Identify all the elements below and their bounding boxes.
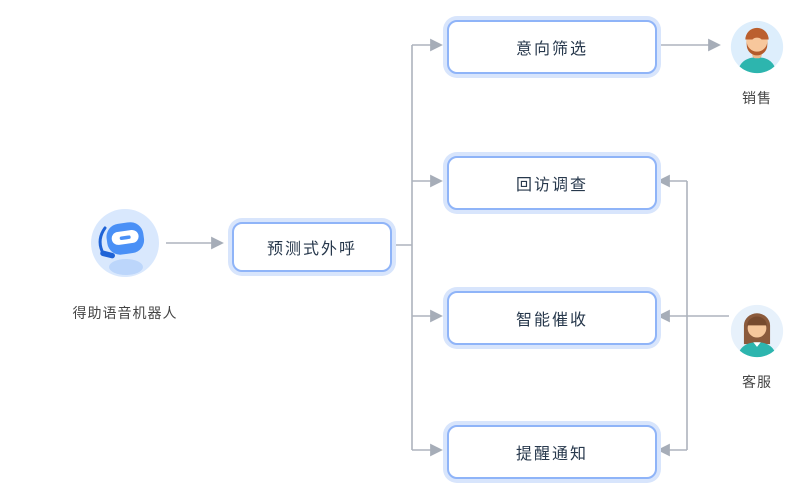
customer-service-label: 客服 xyxy=(742,375,772,391)
node-smart-collection-label: 智能催收 xyxy=(515,310,588,329)
node-reminder-notice-label: 提醒通知 xyxy=(515,444,588,463)
sales-label: 销售 xyxy=(742,91,772,107)
node-reminder-notice: 提醒通知 xyxy=(447,425,657,479)
customer-service-avatar xyxy=(729,303,785,359)
node-callback-survey-label: 回访调查 xyxy=(515,175,588,194)
connector-left-trunk xyxy=(388,45,413,450)
node-callback-survey: 回访调查 xyxy=(447,156,657,210)
robot-node xyxy=(90,208,160,278)
female-agent-avatar-icon xyxy=(730,304,784,358)
robot-label: 得助语音机器人 xyxy=(72,306,178,322)
male-agent-avatar-icon xyxy=(730,20,784,74)
voice-robot-icon xyxy=(91,209,159,277)
node-intent-screening-label: 意向筛选 xyxy=(515,39,588,58)
node-intent-screening: 意向筛选 xyxy=(447,20,657,74)
node-predictive-outbound-call: 预测式外呼 xyxy=(232,222,392,272)
node-predictive-outbound-call-label: 预测式外呼 xyxy=(266,239,357,258)
node-smart-collection: 智能催收 xyxy=(447,291,657,345)
sales-avatar xyxy=(729,19,785,75)
